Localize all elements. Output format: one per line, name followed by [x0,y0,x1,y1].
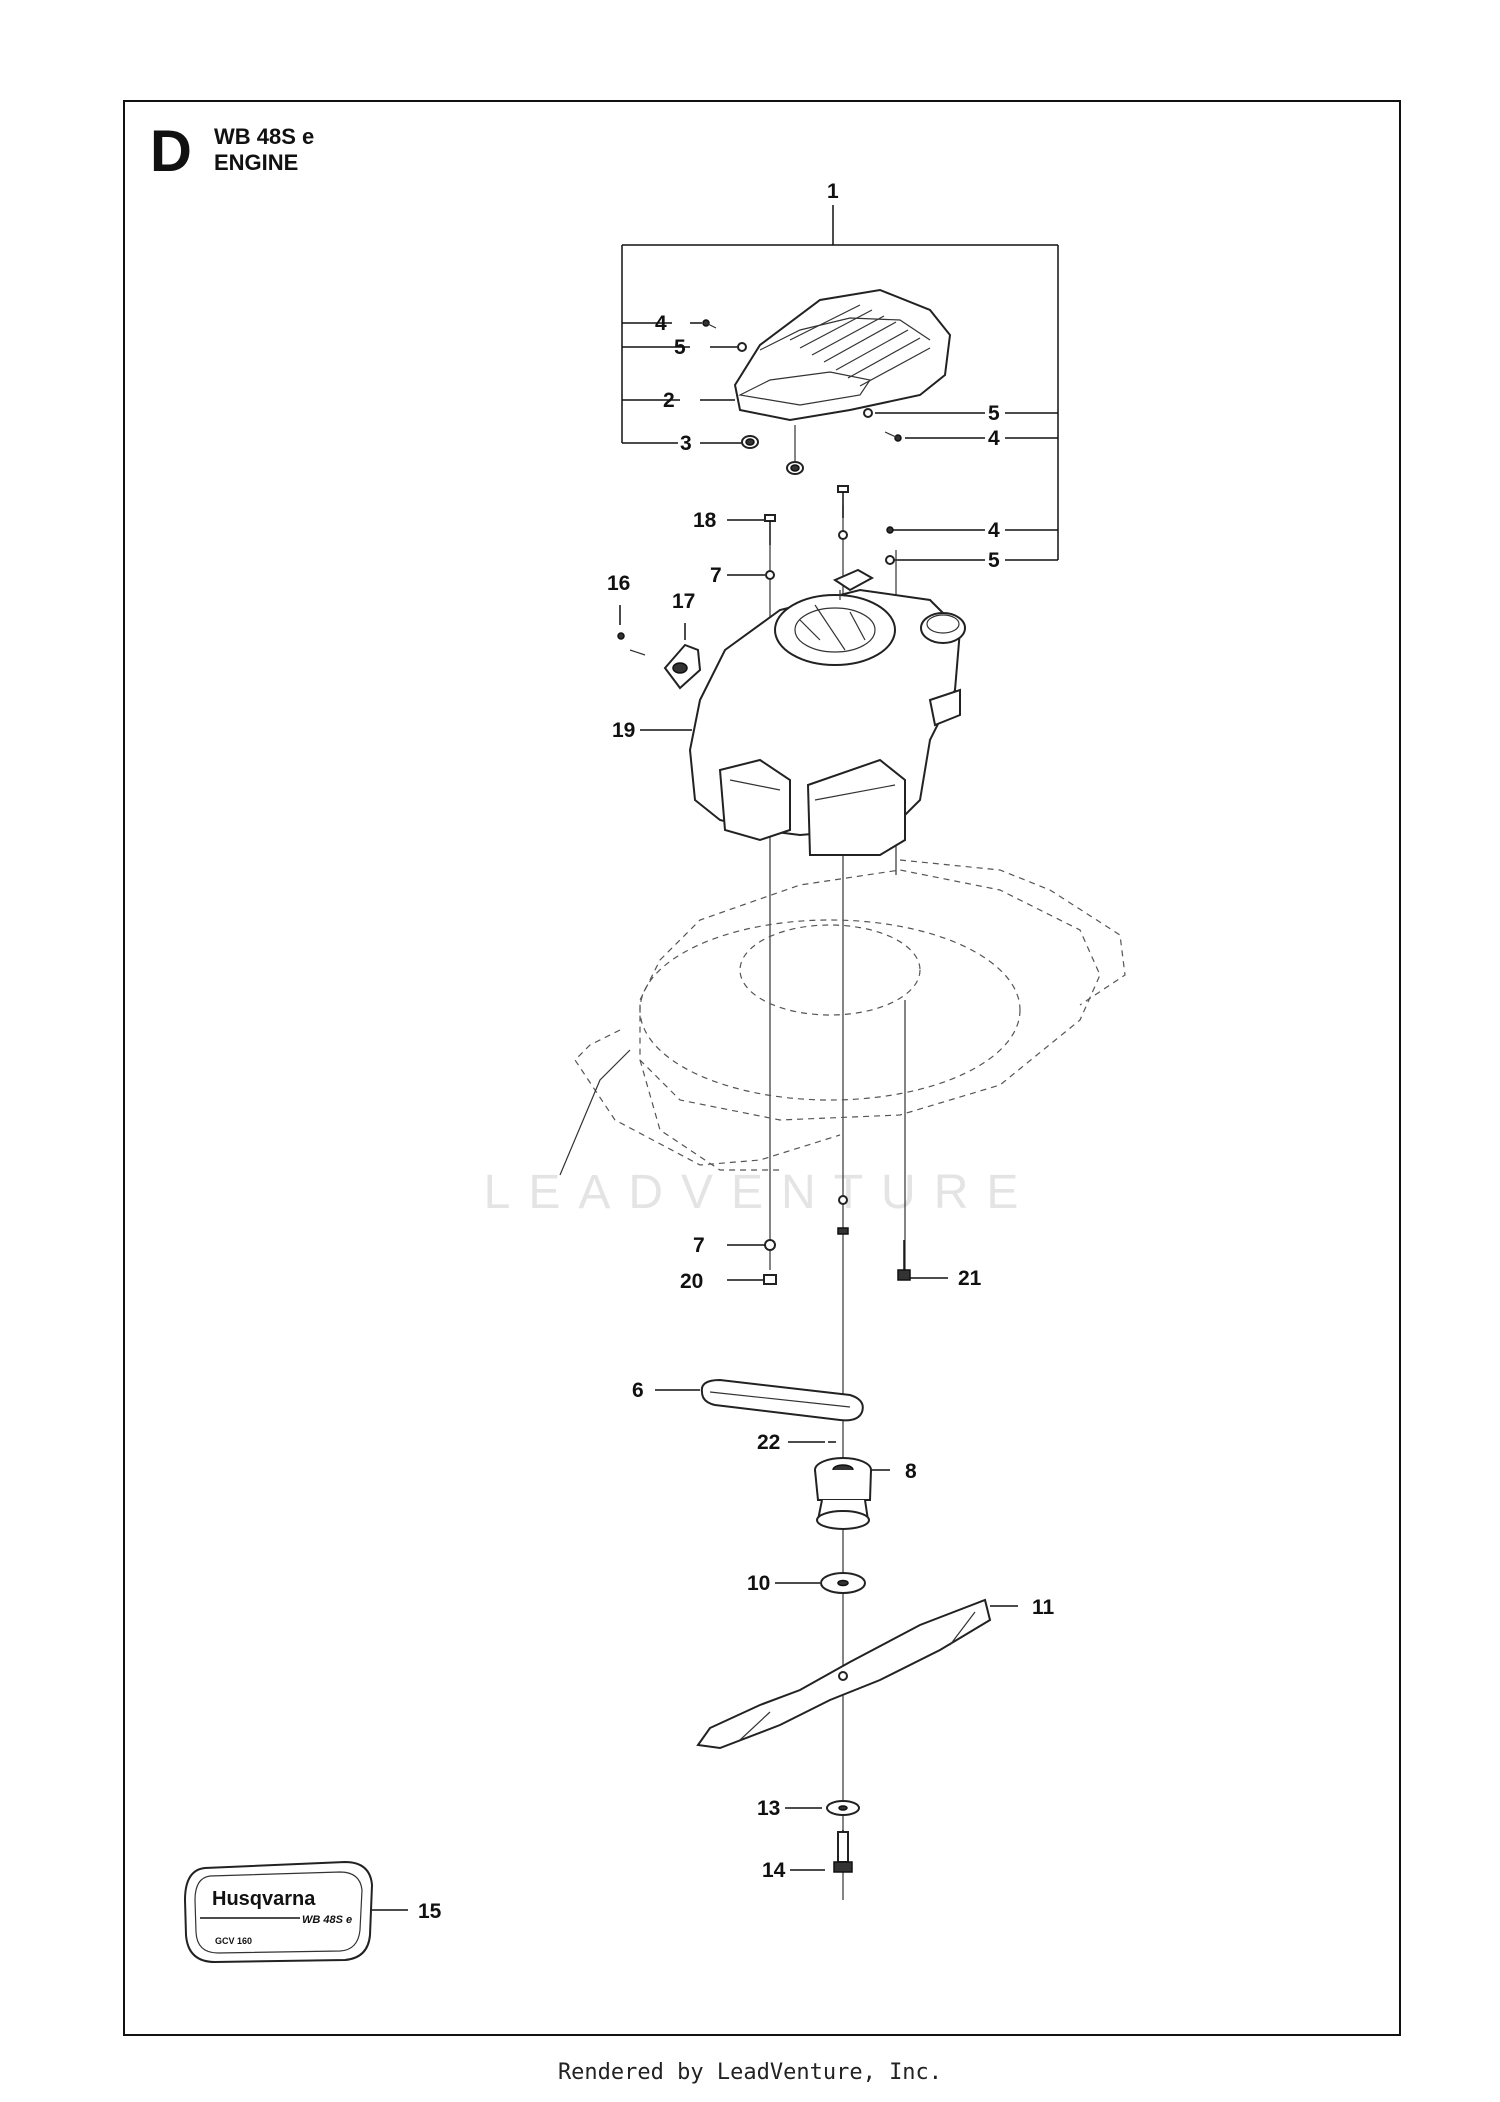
engine [688,568,966,856]
callout-21: 21 [958,1267,982,1290]
callout-2: 2 [663,389,675,412]
callout-20: 20 [680,1270,703,1293]
callout-7a: 7 [710,564,722,587]
decal: Husqvarna WB 48S e GCV 160 [183,1860,374,1964]
throttle-bracket [617,632,702,690]
callout-22: 22 [757,1431,780,1454]
cutting-blade [696,1598,992,1750]
blade-adapter [814,1457,872,1530]
callout-13: 13 [757,1797,780,1820]
diagram-frame [123,100,1401,2036]
decal-model: WB 48S e [302,1914,352,1926]
model-name: WB 48S e [214,124,315,149]
callout-17: 17 [672,590,695,613]
leader-lines [370,322,1018,1911]
footer-credit: Rendered by LeadVenture, Inc. [557,2060,943,2085]
mower-deck [559,859,1126,1176]
callout-11: 11 [1032,1596,1055,1619]
callout-5b: 5 [988,402,1000,425]
cover-screws [702,319,902,442]
decal-brand: Husqvarna [212,1888,316,1910]
engine-bolts [764,485,895,580]
section-letter: D [150,119,192,184]
section-title: ENGINE [214,150,299,175]
callout-numbers: 1 4 5 2 3 5 4 18 4 7 5 16 17 19 7 20 21 … [418,180,1055,1923]
callout-4c: 4 [988,519,1000,542]
callout-7b: 7 [693,1234,705,1257]
callout-18: 18 [693,509,717,532]
callout-4b: 4 [988,427,1000,450]
drive-belt [700,1378,864,1422]
callout-8: 8 [905,1460,917,1483]
callout-16: 16 [607,572,630,595]
callout-4a: 4 [655,312,667,335]
blade-bolt [826,1800,860,1873]
callout-10: 10 [747,1572,770,1595]
blade-washer [820,1572,866,1594]
callout-5c: 5 [988,549,1000,572]
callout-15: 15 [418,1900,442,1923]
callout-5a: 5 [674,336,686,359]
grommets [741,425,804,475]
watermark: LEADVENTURE [483,1166,1037,1219]
deck-fasteners [763,1195,911,1285]
callout-14: 14 [762,1859,786,1882]
decal-engine: GCV 160 [215,1936,252,1946]
callout-6: 6 [632,1379,644,1402]
callout-19: 19 [612,719,635,742]
bracket-lines [621,205,1059,561]
callout-3: 3 [680,432,692,455]
engine-cover [733,288,952,422]
callout-1: 1 [827,180,839,203]
